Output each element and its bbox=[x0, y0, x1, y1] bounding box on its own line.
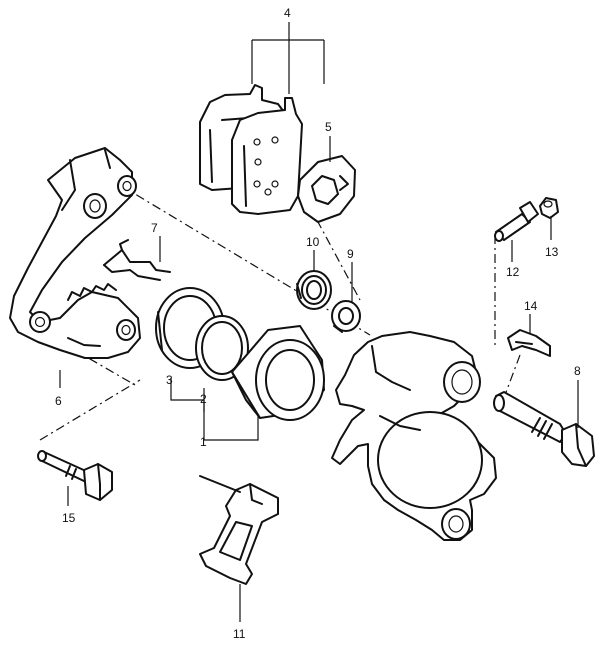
callout-3: 3 bbox=[166, 373, 173, 387]
callout-1: 1 bbox=[200, 435, 207, 449]
callout-2: 2 bbox=[200, 392, 207, 406]
callout-14: 14 bbox=[524, 299, 538, 313]
leader-lines bbox=[59, 22, 579, 622]
callout-13: 13 bbox=[545, 245, 559, 259]
pad-spring-part bbox=[507, 329, 551, 357]
piston-part bbox=[231, 325, 325, 421]
bleeder-cap-part bbox=[539, 197, 559, 219]
brake-pads-part bbox=[199, 84, 303, 215]
boot-seal-part bbox=[296, 270, 332, 310]
callout-15: 15 bbox=[62, 511, 76, 525]
bleeder-valve-part bbox=[494, 201, 539, 242]
caliper-body-part bbox=[331, 331, 497, 541]
spring-clip-part bbox=[103, 239, 171, 281]
dust-seal-ring-part bbox=[195, 315, 249, 381]
callout-9: 9 bbox=[347, 247, 354, 261]
callout-5: 5 bbox=[325, 120, 332, 134]
callout-8: 8 bbox=[574, 364, 581, 378]
mounting-bolt-part bbox=[37, 450, 113, 501]
pad-retainer-plate-part bbox=[199, 475, 279, 585]
callout-12: 12 bbox=[506, 265, 520, 279]
callout-labels: 4 5 7 10 9 12 13 14 8 3 2 6 1 15 11 bbox=[55, 6, 581, 641]
callout-11: 11 bbox=[233, 627, 246, 641]
caliper-bracket-part bbox=[9, 147, 141, 359]
slide-pin-bolt-part bbox=[493, 391, 595, 467]
callout-4: 4 bbox=[284, 6, 291, 20]
callout-10: 10 bbox=[306, 235, 320, 249]
dust-seal-part bbox=[331, 300, 361, 333]
callout-7: 7 bbox=[151, 221, 158, 235]
anti-squeal-shim-part bbox=[297, 155, 356, 223]
callout-6: 6 bbox=[55, 394, 62, 408]
